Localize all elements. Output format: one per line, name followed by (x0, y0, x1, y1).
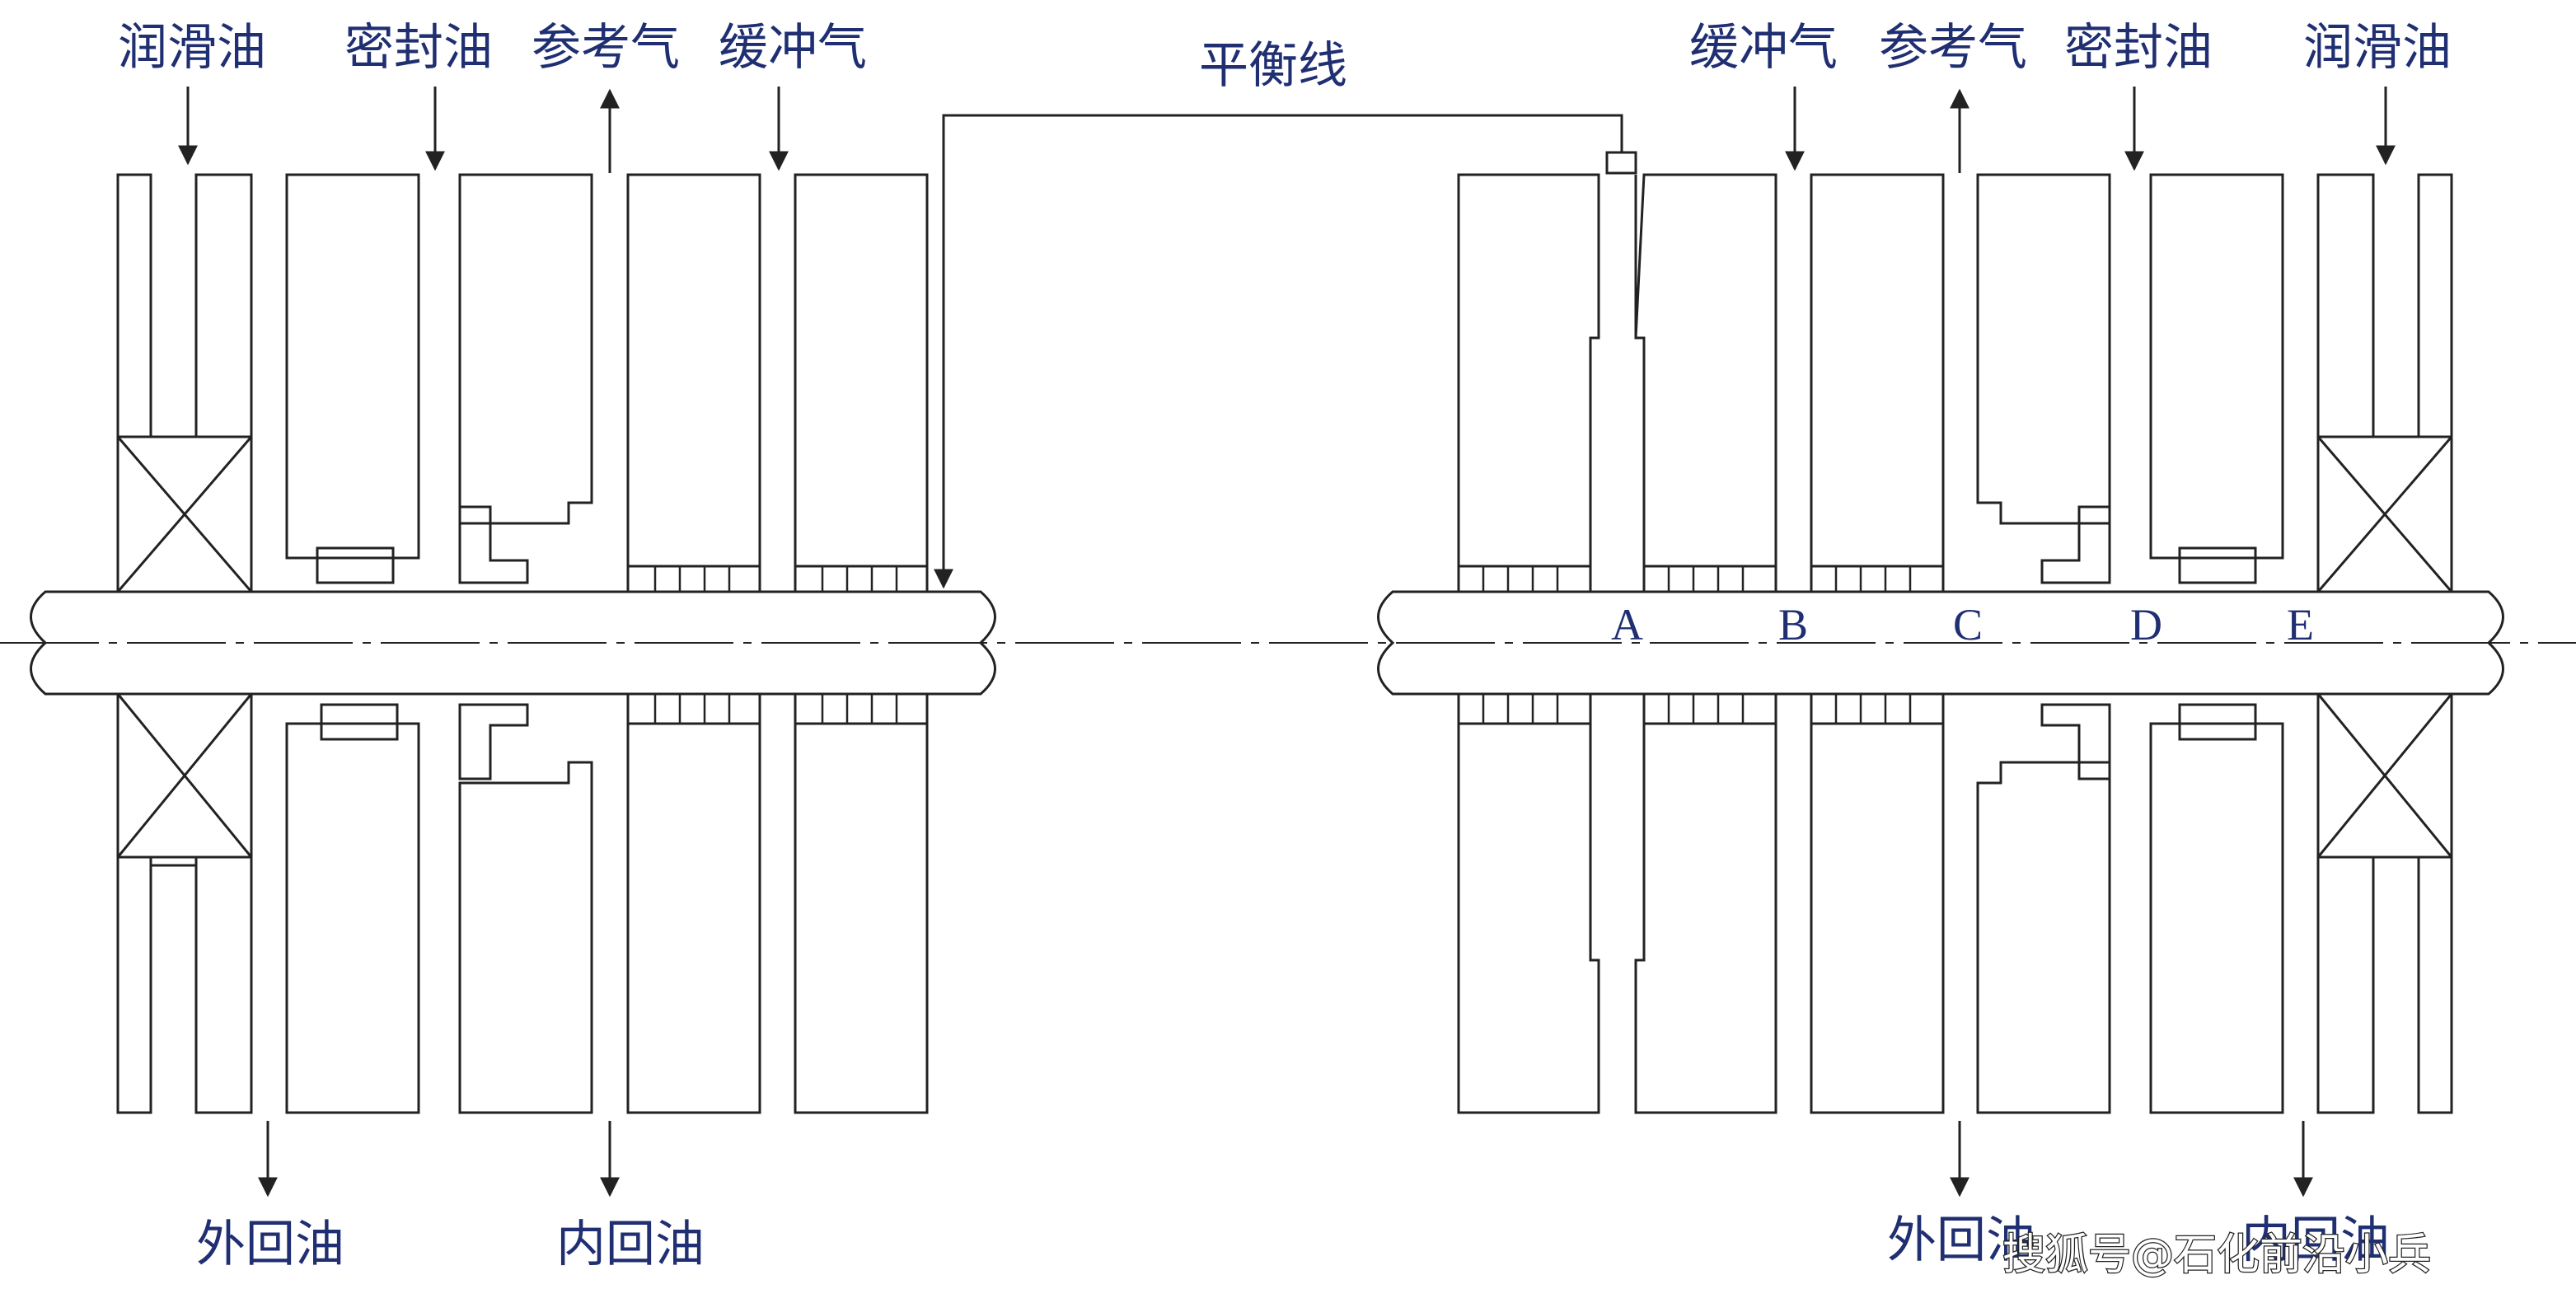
left-seal (116, 87, 929, 1198)
zone-label-c: C (1953, 600, 1983, 649)
balance-line-label: 平衡线 (1199, 37, 1347, 95)
balance-line (934, 114, 1623, 589)
zone-label-d: D (2130, 600, 2162, 649)
left-bearing-top (116, 173, 253, 593)
left-label-lube-oil: 润滑油 (118, 19, 266, 77)
right-label-inner-return-oil: 内回油 (2241, 1212, 2390, 1269)
left-label-reference-gas: 参考气 (532, 19, 680, 77)
right-label-seal-oil: 密封油 (2064, 19, 2213, 77)
right-label-reference-gas: 参考气 (1879, 19, 2027, 77)
zone-label-a: A (1611, 600, 1643, 649)
zone-label-b: B (1778, 600, 1808, 649)
left-bearing-bottom (116, 692, 253, 1114)
left-label-seal-oil: 密封油 (344, 19, 493, 77)
right-shaft (1377, 590, 2504, 696)
right-seal (1457, 87, 2453, 1198)
zone-label-e: E (2287, 600, 2314, 649)
left-label-buffer-gas: 缓冲气 (719, 19, 867, 77)
left-shaft (30, 590, 996, 696)
left-label-outer-return-oil: 外回油 (196, 1216, 344, 1273)
right-label-outer-return-oil: 外回油 (1887, 1212, 2035, 1269)
left-label-inner-return-oil: 内回油 (556, 1216, 705, 1273)
right-label-lube-oil: 润滑油 (2303, 19, 2452, 77)
watermark-text: 搜狐号@石化前沿小兵 (2002, 1230, 2431, 1280)
right-label-buffer-gas: 缓冲气 (1689, 19, 1838, 77)
